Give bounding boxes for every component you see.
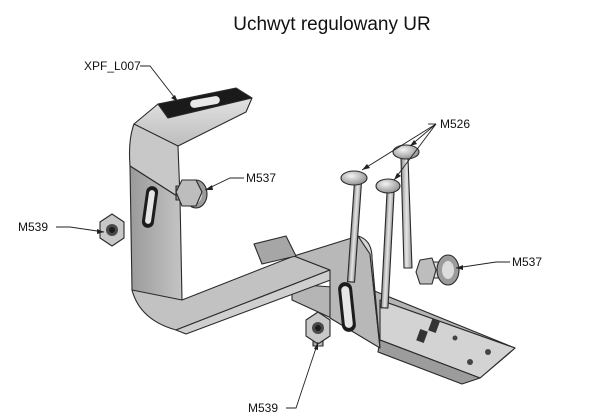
label-m526: M526	[440, 117, 470, 131]
bolt-m537-left	[175, 179, 208, 209]
bolt-m537-right	[415, 254, 460, 286]
label-m539-left: M539	[18, 220, 48, 234]
label-m537-right: M537	[512, 255, 542, 269]
screws-m526	[340, 144, 420, 309]
label-xpf-l007: XPF_L007	[84, 59, 141, 73]
nut-m539-bottom	[305, 311, 331, 347]
label-m539-bottom: M539	[248, 401, 278, 415]
leader-lines	[56, 65, 510, 409]
diagram-title: Uchwyt regulowany UR	[233, 14, 431, 35]
label-m537-left: M537	[246, 171, 276, 185]
nut-m539-left	[99, 213, 125, 247]
u-bracket	[128, 87, 381, 349]
